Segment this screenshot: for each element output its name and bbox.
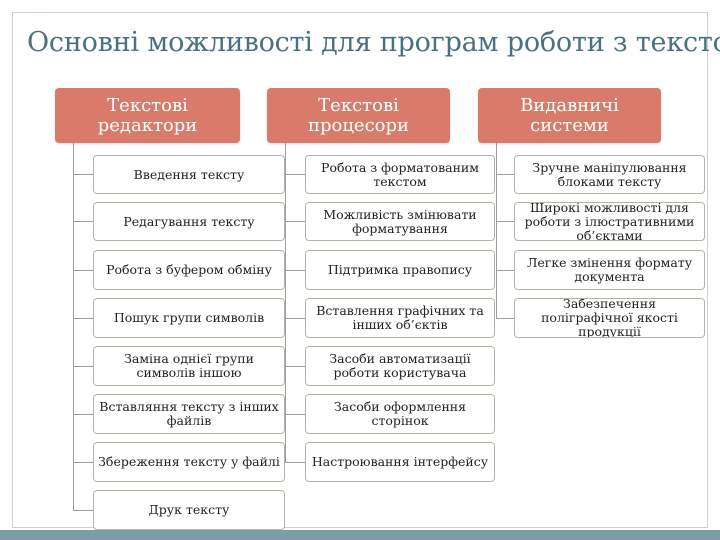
processor-item-spelling: Підтримка правопису (305, 250, 495, 290)
editor-item-input: Введення тексту (93, 155, 285, 194)
publishing-item-blocks: Зручне маніпулювання блоками тексту (514, 155, 705, 194)
connector-branch (285, 366, 305, 367)
editor-item-save: Збереження тексту у файлі (93, 442, 285, 482)
connector-branch (73, 270, 93, 271)
connector-branch (285, 462, 305, 463)
header-text-editors: Текстові редактори (55, 88, 240, 143)
publishing-item-illustrations: Широкі можливості для роботи з ілюстрати… (514, 202, 705, 241)
connector-branch (496, 221, 514, 222)
editor-item-search: Пошук групи символів (93, 298, 285, 338)
editor-item-clipboard: Робота з буфером обміну (93, 250, 285, 290)
publishing-item-print-quality: Забезпечення поліграфічної якості продук… (514, 298, 705, 338)
slide-frame (12, 12, 708, 528)
connector-branch (496, 174, 514, 175)
processor-item-page-design: Засоби оформлення сторінок (305, 394, 495, 434)
connector-branch (73, 414, 93, 415)
connector-trunk-col1 (73, 143, 74, 511)
processor-item-objects: Вставлення графічних та інших об’єктів (305, 298, 495, 338)
connector-branch (73, 366, 93, 367)
connector-branch (285, 221, 305, 222)
connector-branch (73, 462, 93, 463)
header-word-processors: Текстові процесори (267, 88, 450, 143)
editor-item-insert-files: Вставляння тексту з інших файлів (93, 394, 285, 434)
editor-item-replace: Заміна однієї групи символів іншою (93, 346, 285, 386)
connector-branch (73, 221, 93, 222)
processor-item-formatted: Робота з форматованим текстом (305, 155, 495, 194)
connector-branch (73, 510, 93, 511)
connector-branch (285, 174, 305, 175)
connector-branch (73, 174, 93, 175)
bottom-band (0, 530, 720, 540)
processor-item-change-format: Можливість змінювати форматування (305, 202, 495, 241)
processor-item-interface: Настроювання інтерфейсу (305, 442, 495, 482)
header-publishing-systems: Видавничі системи (478, 88, 661, 143)
connector-trunk-col3 (496, 143, 497, 319)
connector-branch (285, 318, 305, 319)
connector-branch (496, 270, 514, 271)
connector-branch (285, 270, 305, 271)
editor-item-editing: Редагування тексту (93, 202, 285, 241)
connector-branch (73, 318, 93, 319)
connector-branch (496, 318, 514, 319)
connector-branch (285, 414, 305, 415)
slide-title: Основні можливості для програм роботи з … (27, 27, 720, 58)
editor-item-print: Друк тексту (93, 490, 285, 530)
publishing-item-format-change: Легке змінення формату документа (514, 250, 705, 290)
processor-item-automation: Засоби автоматизації роботи користувача (305, 346, 495, 386)
connector-trunk-col2 (285, 143, 286, 463)
